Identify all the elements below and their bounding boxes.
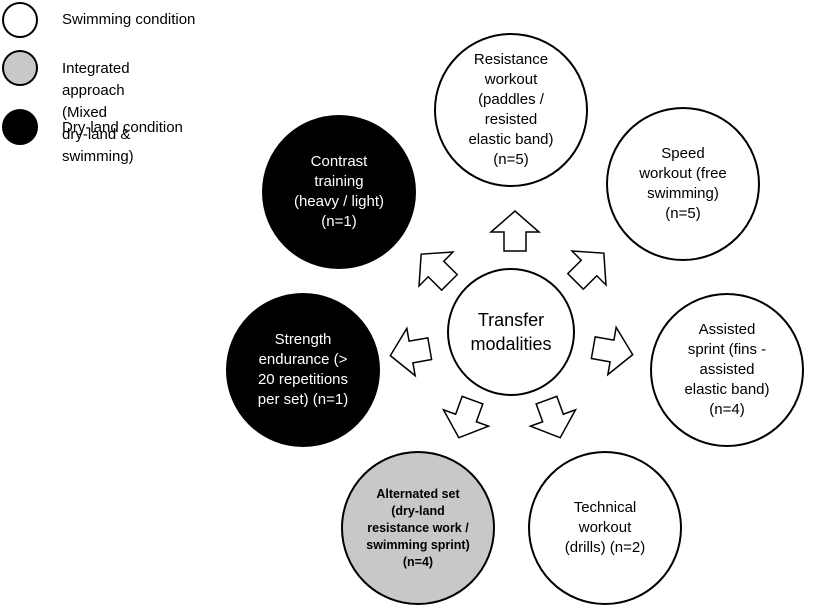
arrow-to-alternated [441, 395, 491, 439]
node-resistance-workout: Resistance workout (paddles / resisted e… [434, 33, 588, 187]
node-strength-endurance: Strength endurance (> 20 repetitions per… [226, 293, 380, 447]
node-contrast-label: Contrast training (heavy / light) (n=1) [293, 153, 385, 230]
node-assisted-sprint: Assisted sprint (fins - assisted elastic… [650, 293, 804, 447]
legend-swatch-integrated [2, 50, 38, 86]
node-assisted-label: Assisted sprint (fins - assisted elastic… [684, 321, 770, 418]
node-strength-label: Strength endurance (> 20 repetitions per… [257, 331, 349, 408]
legend-label-integrated: Integrated approach (Mixed dry-land & sw… [62, 60, 134, 165]
node-technical-label: Technical workout (drills) (n=2) [564, 499, 646, 556]
node-contrast-training: Contrast training (heavy / light) (n=1) [262, 115, 416, 269]
arrow-to-speed [566, 250, 607, 291]
center-label: Transfer modalities [470, 310, 552, 354]
legend-swatch-swimming [2, 2, 38, 38]
node-resistance-label: Resistance workout (paddles / resisted e… [468, 51, 554, 168]
node-speed-workout: Speed workout (free swimming) (n=5) [606, 107, 760, 261]
arrow-to-resistance [489, 210, 541, 252]
legend-label-dryland: Dry-land condition [62, 119, 183, 136]
legend-label-swimming: Swimming condition [62, 11, 196, 28]
legend-swatch-dryland [2, 109, 38, 145]
node-alternated-label: Alternated set (dry-land resistance work… [366, 486, 470, 569]
node-alternated-set: Alternated set (dry-land resistance work… [341, 451, 495, 605]
node-technical-workout: Technical workout (drills) (n=2) [528, 451, 682, 605]
arrow-to-assisted [590, 325, 634, 377]
center-node: Transfer modalities [447, 268, 575, 396]
arrow-to-strength [389, 326, 433, 378]
arrow-to-contrast [418, 251, 459, 292]
node-speed-label: Speed workout (free swimming) (n=5) [639, 145, 727, 222]
arrow-to-technical [528, 395, 578, 439]
